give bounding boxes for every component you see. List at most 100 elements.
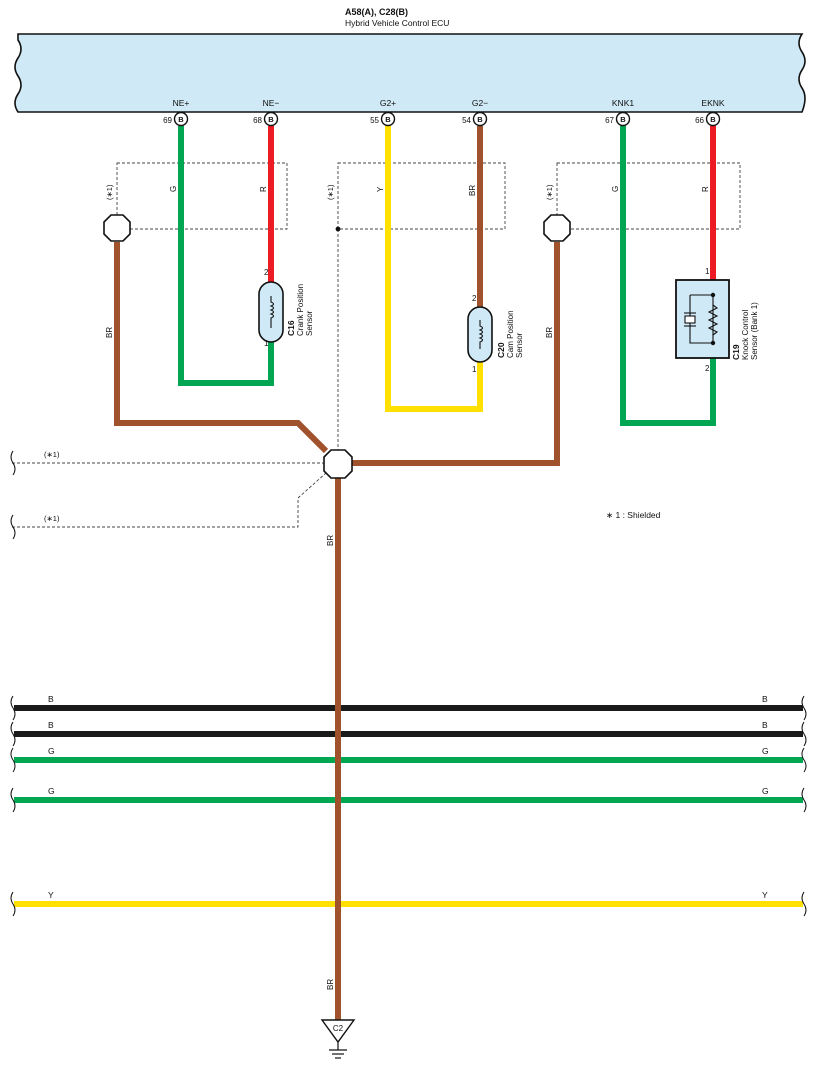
- sensor-name-line1: Crank Position: [296, 284, 305, 336]
- shield-tag: (∗1): [44, 514, 60, 523]
- ecu-body: [14, 33, 806, 113]
- pin-signal-label: NE−: [263, 98, 280, 108]
- knock-control-sensor: 1 2 C19 Knock Control Sensor (Bank 1): [675, 267, 759, 373]
- sensor-name-line2: Sensor: [515, 332, 524, 358]
- ecu-name: Hybrid Vehicle Control ECU: [345, 18, 449, 28]
- ground-code: C2: [333, 1024, 344, 1033]
- wire-label-b: B: [762, 720, 768, 730]
- shield-line-2: [12, 472, 327, 528]
- pin-signal-label: G2−: [472, 98, 488, 108]
- shield-box-cam: [337, 162, 506, 230]
- pin-number: 54: [462, 116, 471, 125]
- shield-junctions: [103, 214, 571, 479]
- wire-label-br: BR: [326, 979, 335, 990]
- sensor-pin-number: 1: [472, 365, 477, 374]
- sensor-pin-number: 1: [705, 267, 710, 276]
- wire-label-y: Y: [376, 186, 385, 192]
- shield-tag: (∗1): [44, 450, 60, 459]
- wire-label-g: G: [48, 746, 55, 756]
- wire-label-g: G: [611, 186, 620, 192]
- wire-label-br: BR: [468, 185, 477, 196]
- sensor-name-line1: Knock Control: [741, 310, 750, 360]
- wire-label-g: G: [48, 786, 55, 796]
- shield-junction-center: [323, 449, 353, 479]
- pin-ne-minus: NE− 68 B: [253, 98, 280, 127]
- pin-connector-letter: B: [477, 115, 483, 124]
- ground-icon: [329, 1049, 347, 1059]
- pin-g2-plus: G2+ 55 B: [370, 98, 396, 127]
- ground-point: C2: [320, 1019, 356, 1059]
- break-marks: [10, 450, 807, 917]
- pin-knk1: KNK1 67 B: [605, 98, 634, 127]
- wire-shield-drain-right: [352, 242, 560, 466]
- shield-tag: (∗1): [105, 184, 114, 200]
- sensor-pin-number: 2: [472, 294, 477, 303]
- ground-triangle: [320, 1019, 356, 1044]
- wire-knk1: [620, 126, 716, 426]
- wire-label-y: Y: [762, 890, 768, 900]
- sensor-name-line1: Cam Position: [506, 310, 515, 358]
- pin-number: 67: [605, 116, 614, 125]
- wire-label-b: B: [762, 694, 768, 704]
- wire-label-br: BR: [545, 327, 554, 338]
- shielded-note: ∗ 1 : Shielded: [606, 510, 661, 520]
- wire-label-r: R: [259, 186, 268, 192]
- wire-label-g: G: [762, 746, 769, 756]
- wire-label-br: BR: [105, 327, 114, 338]
- pin-connector-letter: B: [385, 115, 391, 124]
- shield-junction-left: [103, 214, 131, 242]
- sensor-pin-number: 2: [264, 268, 269, 277]
- wire-label-br: BR: [326, 535, 335, 546]
- sensor-name-line2: Sensor: [305, 310, 314, 336]
- pin-g2-minus: G2− 54 B: [462, 98, 488, 127]
- shield-boxes: [12, 162, 741, 528]
- wire-label-b: B: [48, 694, 54, 704]
- wire-label-g: G: [169, 186, 178, 192]
- shield-tag: (∗1): [545, 184, 554, 200]
- crank-position-sensor: 2 1 C16 Crank Position Sensor: [258, 268, 314, 348]
- ecu-box: [14, 33, 806, 113]
- wire-label-g: G: [762, 786, 769, 796]
- pin-connector-letter: B: [178, 115, 184, 124]
- pin-signal-label: EKNK: [701, 98, 724, 108]
- ecu-pins: NE+ 69 B NE− 68 B G2+ 55 B G2− 54 B KNK1…: [163, 98, 725, 127]
- pin-number: 55: [370, 116, 379, 125]
- sensor-name-line2: Sensor (Bank 1): [750, 302, 759, 360]
- pin-signal-label: G2+: [380, 98, 396, 108]
- sensor-pin-number: 2: [705, 364, 710, 373]
- shield-box-knock: [556, 162, 741, 230]
- sensor-pin-number: 1: [264, 339, 269, 348]
- shield-junction-dot: [335, 226, 341, 232]
- pin-signal-label: KNK1: [612, 98, 634, 108]
- wire-shield-drain-left: [114, 242, 329, 454]
- pin-signal-label: NE+: [173, 98, 190, 108]
- shield-tags: (∗1) (∗1) (∗1) (∗1) (∗1): [44, 184, 554, 523]
- pin-connector-letter: B: [268, 115, 274, 124]
- pin-number: 68: [253, 116, 262, 125]
- pin-number: 66: [695, 116, 704, 125]
- sensor-code: C19: [731, 344, 741, 360]
- shield-tag: (∗1): [326, 184, 335, 200]
- coil-icon: [478, 320, 484, 349]
- wire-color-labels: G R Y BR G R BR BR BR BR: [105, 185, 710, 990]
- pin-connector-letter: B: [620, 115, 626, 124]
- coil-icon: [269, 296, 275, 328]
- sensor-code: C20: [496, 342, 506, 358]
- resistor-icon: [707, 304, 719, 336]
- wire-g2-plus: [385, 126, 483, 412]
- wires: [14, 126, 803, 1020]
- wire-ne-plus: [178, 126, 274, 386]
- pin-ne-plus: NE+ 69 B: [163, 98, 190, 127]
- sensor-code: C16: [286, 320, 296, 336]
- ecu-connector-title: A58(A), C28(B): [345, 7, 408, 17]
- wire-label-b: B: [48, 720, 54, 730]
- pin-eknk: EKNK 66 B: [695, 98, 725, 127]
- wire-label-y: Y: [48, 890, 54, 900]
- harness-wire-labels: B B B B G G G G Y Y: [48, 694, 769, 900]
- pin-connector-letter: B: [710, 115, 716, 124]
- shield-box-crank: [116, 162, 288, 230]
- cam-position-sensor: 2 1 C20 Cam Position Sensor: [467, 294, 524, 374]
- pin-number: 69: [163, 116, 172, 125]
- wire-label-r: R: [701, 186, 710, 192]
